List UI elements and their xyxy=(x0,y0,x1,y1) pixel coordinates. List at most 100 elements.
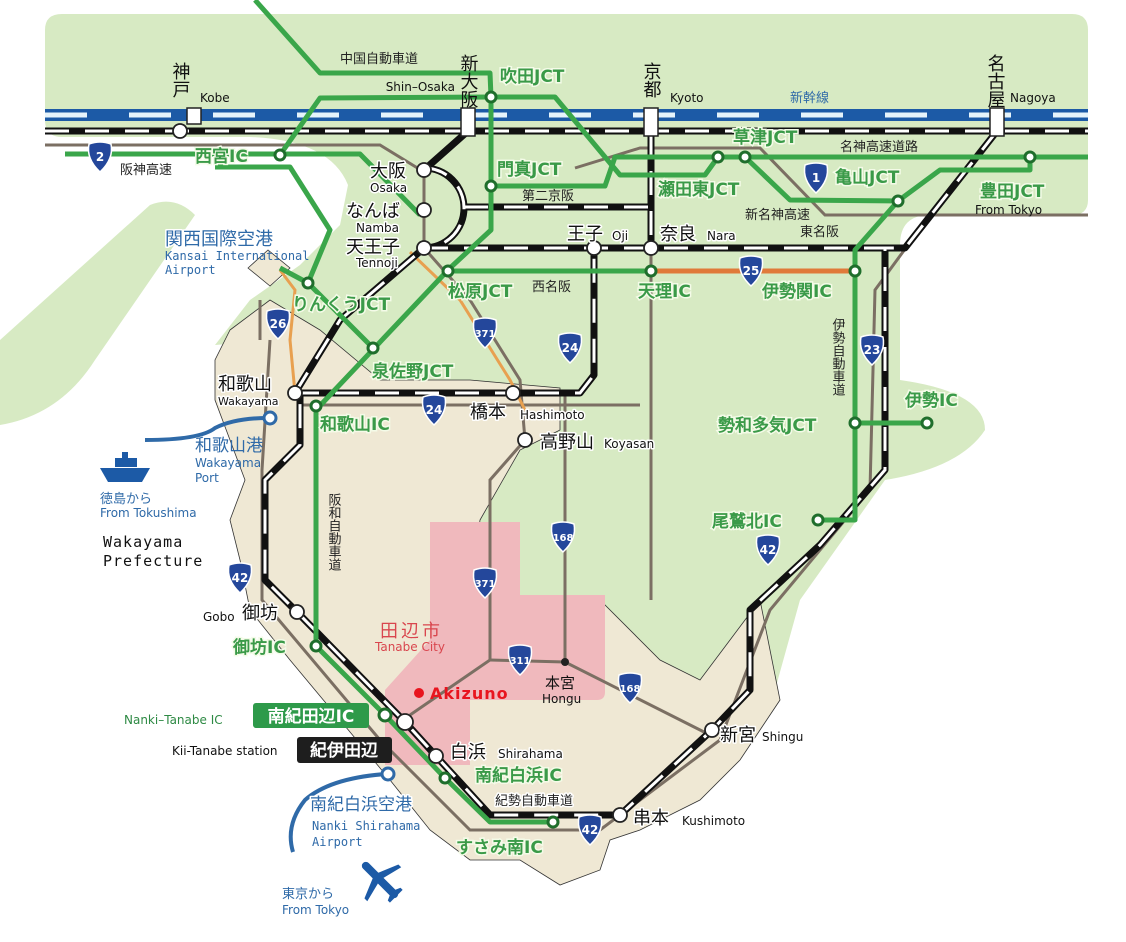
label-gobo-en: Gobo xyxy=(203,610,235,624)
svg-text:311: 311 xyxy=(510,656,531,667)
station-nara[interactable] xyxy=(643,240,659,256)
nanki-tanabe-ic-badge xyxy=(253,703,369,728)
ic-gobo[interactable] xyxy=(309,639,323,653)
label-hongu-ja: 本宮 xyxy=(545,674,575,692)
label-nishi-meihan: 西名阪 xyxy=(532,279,571,295)
station-kushimoto[interactable] xyxy=(612,807,628,823)
label-matsubara-jct: 松原JCT xyxy=(448,281,513,302)
station-hashimoto[interactable] xyxy=(505,385,521,401)
ic-tenri[interactable] xyxy=(644,264,658,278)
label-hashimoto-en: Hashimoto xyxy=(520,408,585,422)
ic-kameyama[interactable] xyxy=(891,194,905,208)
label-hanwa-expressway: 阪和自動車道 xyxy=(326,493,342,571)
label-kyoto-en: Kyoto xyxy=(670,91,704,105)
ic-kadoma[interactable] xyxy=(484,179,498,193)
label-kyoto-ja: 京都 xyxy=(641,62,662,98)
ic-matsubara[interactable] xyxy=(441,264,455,278)
label-iseseki-ic: 伊勢関IC xyxy=(761,281,832,302)
ic-suita[interactable] xyxy=(484,90,498,104)
route-shield: 26 xyxy=(265,308,291,340)
label-shinkansen: 新幹線 xyxy=(790,90,829,106)
label-oji-en: Oji xyxy=(612,229,628,243)
ic-kusatsu[interactable] xyxy=(738,150,752,164)
label-higashi-meihan: 東名阪 xyxy=(800,224,839,240)
route-shield: 24 xyxy=(421,394,447,426)
ic-nishinomiya[interactable] xyxy=(273,148,287,162)
label-kobe-en: Kobe xyxy=(200,91,230,105)
station-oji[interactable] xyxy=(586,240,602,256)
label-nara-en: Nara xyxy=(707,229,736,243)
svg-text:23: 23 xyxy=(864,343,881,357)
label-osaka-ja: 大阪 xyxy=(370,161,406,182)
ic-ise[interactable] xyxy=(920,416,934,430)
label-kadoma-jct: 門真JCT xyxy=(497,159,562,180)
ic-rinku[interactable] xyxy=(301,276,315,290)
ic-seiwataki[interactable] xyxy=(848,416,862,430)
label-shin-meishin: 新名神高速 xyxy=(745,207,810,223)
label-tenri-ic: 天理IC xyxy=(638,282,691,302)
svg-text:42: 42 xyxy=(760,543,777,557)
label-izumisano-jct: 泉佐野JCT xyxy=(371,361,454,382)
ic-izumisano[interactable] xyxy=(366,341,380,355)
label-shirahama-airport-en2: Airport xyxy=(312,835,363,849)
tanabe-city-area xyxy=(385,522,605,765)
ic-nanki-shirahama[interactable] xyxy=(438,771,452,785)
ic-nanki-tanabe[interactable] xyxy=(377,707,393,723)
route-shield: 25 xyxy=(738,255,764,287)
shirahama-airport-marker[interactable] xyxy=(380,766,396,782)
label-kushimoto-en: Kushimoto xyxy=(682,814,745,828)
station-namba[interactable] xyxy=(416,202,432,218)
kyoto-station xyxy=(643,107,659,137)
svg-text:25: 25 xyxy=(743,264,760,278)
route-shield: 168 xyxy=(550,521,576,553)
station-tennoji[interactable] xyxy=(416,240,432,256)
label-tanabe-city-en: Tanabe City xyxy=(374,640,445,654)
station-osaka[interactable] xyxy=(416,162,432,178)
station-kobe[interactable] xyxy=(172,123,188,139)
wakayama-port-marker[interactable] xyxy=(262,410,278,426)
label-kisei-expressway: 紀勢自動車道 xyxy=(495,794,573,809)
label-kusatsu-jct: 草津JCT xyxy=(733,127,798,148)
label-shingu-en: Shingu xyxy=(762,730,803,744)
station-shingu[interactable] xyxy=(704,722,720,738)
label-nanki-shirahama-ic: 南紀白浜IC xyxy=(475,765,562,786)
ic-nagoya-east[interactable] xyxy=(1023,150,1037,164)
label-hashimoto-ja: 橋本 xyxy=(470,402,506,423)
station-koyasan[interactable] xyxy=(517,432,533,448)
shinkansen-stations xyxy=(186,107,1005,137)
station-gobo[interactable] xyxy=(289,604,305,620)
ferry-and-flight-routes xyxy=(144,416,387,853)
label-suita-jct: 吹田JCT xyxy=(500,66,565,87)
svg-text:371: 371 xyxy=(475,579,496,590)
ic-owasekita[interactable] xyxy=(811,513,825,527)
akizuno-location-marker[interactable] xyxy=(414,688,424,698)
ic-wakayama[interactable] xyxy=(309,399,323,413)
station-kii-tanabe[interactable] xyxy=(396,713,414,731)
label-seiwataki-jct: 勢和多気JCT xyxy=(718,415,817,436)
label-oji-ja: 王子 xyxy=(567,224,603,245)
label-nara-ja: 奈良 xyxy=(660,224,696,245)
ic-setahigashi[interactable] xyxy=(711,150,725,164)
route-shield: 311 xyxy=(507,644,533,676)
label-tennoji-ja: 天王子 xyxy=(346,237,400,258)
label-osaka-en: Osaka xyxy=(370,181,407,195)
label-prefecture-line1: Wakayama xyxy=(103,533,183,551)
label-gobo-ic: 御坊IC xyxy=(232,637,286,658)
label-koyasan-en: Koyasan xyxy=(604,437,654,451)
label-shingu-ja: 新宮 xyxy=(720,725,756,746)
label-kobe-ja: 神戸 xyxy=(170,62,191,98)
hongu-marker xyxy=(561,658,569,666)
svg-text:168: 168 xyxy=(553,533,574,544)
ic-susami-minami[interactable] xyxy=(546,815,560,829)
label-wakayama-en: Wakayama xyxy=(218,395,279,408)
label-gobo-ja: 御坊 xyxy=(242,603,278,624)
route-shield: 371 xyxy=(472,317,498,349)
svg-text:42: 42 xyxy=(582,823,599,837)
ic-iseseki[interactable] xyxy=(848,264,862,278)
station-wakayama[interactable] xyxy=(287,385,303,401)
label-kii-tanabe-ja: 紀伊田辺 xyxy=(310,740,378,761)
route-shield: 2 xyxy=(87,141,113,173)
route-shield: 23 xyxy=(859,334,885,366)
station-shirahama[interactable] xyxy=(428,748,444,764)
route-shield: 24 xyxy=(557,332,583,364)
